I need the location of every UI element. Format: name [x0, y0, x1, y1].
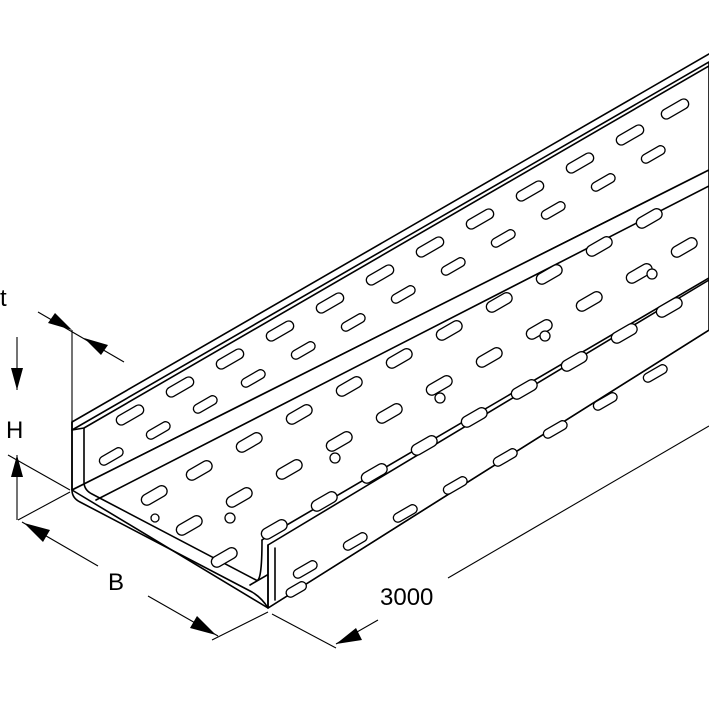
cable-tray [71, 53, 709, 609]
front-profile [71, 421, 269, 609]
left-wall-slots [115, 98, 690, 426]
dimension-length: 3000 [271, 425, 709, 649]
label-thickness: t [0, 285, 7, 312]
left-wall-slots-lower [98, 145, 666, 466]
label-height: H [6, 417, 23, 444]
label-length: 3000 [380, 584, 433, 611]
dimension-t: t [0, 285, 125, 425]
dimension-b: B [17, 491, 269, 641]
right-wall-slots [285, 364, 668, 598]
dimension-h: H [6, 337, 71, 520]
floor-slots [140, 208, 698, 568]
label-width: B [108, 569, 124, 596]
